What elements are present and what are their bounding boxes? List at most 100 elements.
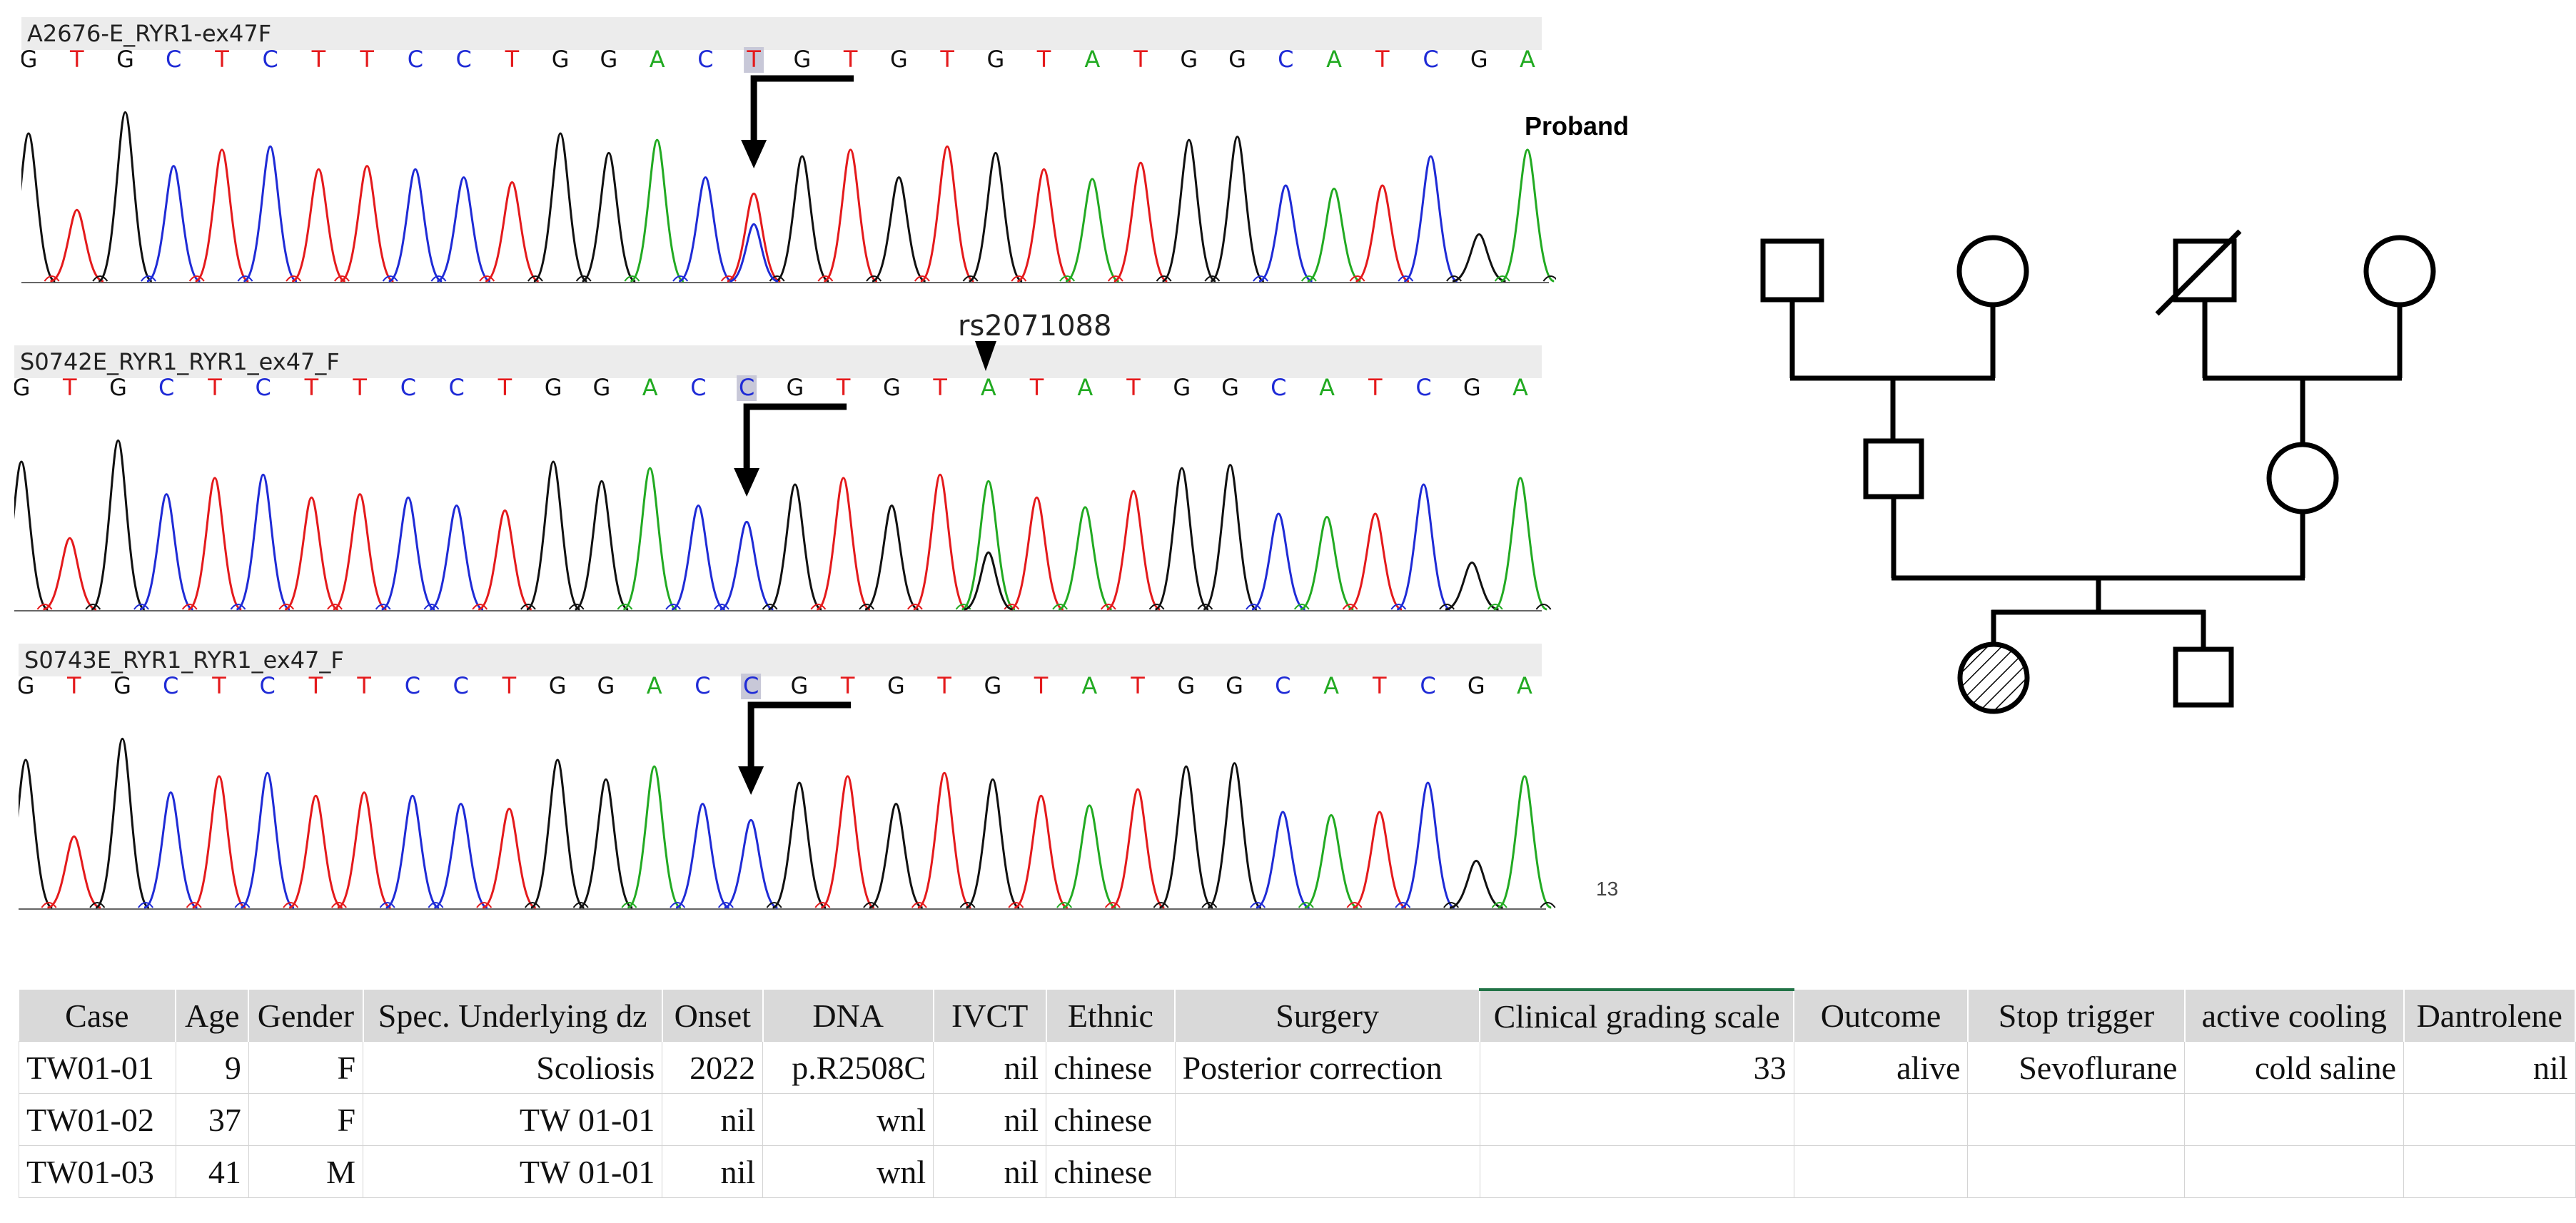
- table-cell[interactable]: 9: [175, 1041, 249, 1094]
- peak: [139, 493, 194, 611]
- baseline-noise: [1011, 275, 1027, 282]
- table-cell[interactable]: [1793, 1093, 1969, 1146]
- peak: [574, 479, 629, 611]
- trace-2-label: S0742E_RYR1_RYR1_ex47_F: [14, 345, 1542, 378]
- table-cell[interactable]: chinese: [1046, 1093, 1176, 1146]
- col-header[interactable]: Dantrolene: [2403, 990, 2576, 1042]
- peak: [622, 467, 677, 611]
- table-cell[interactable]: F: [248, 1093, 364, 1146]
- peak: [820, 775, 875, 909]
- base-call: T: [840, 674, 855, 699]
- table-cell[interactable]: alive: [1793, 1041, 1969, 1094]
- highlighted-base: [737, 375, 757, 401]
- table-header-row: Case Age Gender Spec. Underlying dz Onse…: [19, 988, 2576, 1042]
- base-call: A: [642, 375, 658, 401]
- peak: [1111, 788, 1165, 909]
- baseline-noise: [428, 902, 444, 908]
- col-header[interactable]: Age: [176, 990, 250, 1042]
- base-call: T: [356, 674, 371, 699]
- baseline-noise: [1004, 604, 1020, 610]
- table-cell[interactable]: 2022: [662, 1041, 764, 1094]
- table-cell[interactable]: [1793, 1145, 1969, 1198]
- peak: [50, 208, 104, 283]
- col-header[interactable]: IVCT: [933, 990, 1047, 1042]
- table-cell[interactable]: nil: [933, 1145, 1047, 1198]
- table-cell[interactable]: [1174, 1145, 1480, 1198]
- baseline-noise: [766, 902, 782, 908]
- baseline-noise: [572, 902, 589, 908]
- table-cell[interactable]: chinese: [1046, 1145, 1176, 1198]
- table-cell[interactable]: [1479, 1093, 1794, 1146]
- table-cell[interactable]: Scoliosis: [363, 1041, 663, 1094]
- base-call: C: [400, 375, 416, 401]
- col-header[interactable]: Spec. Underlying dz: [363, 990, 663, 1042]
- table-cell[interactable]: [1174, 1093, 1480, 1146]
- table-cell[interactable]: p.R2508C: [762, 1041, 934, 1094]
- table-cell[interactable]: 37: [175, 1093, 249, 1146]
- peak: [1497, 775, 1552, 909]
- col-header[interactable]: Outcome: [1794, 990, 1969, 1042]
- col-header[interactable]: Onset: [662, 990, 764, 1042]
- col-header[interactable]: DNA: [762, 990, 934, 1042]
- table-cell[interactable]: chinese: [1046, 1041, 1176, 1094]
- peak: [823, 148, 878, 283]
- table-cell[interactable]: nil: [662, 1145, 764, 1198]
- peak: [1300, 516, 1354, 611]
- peak: [913, 473, 968, 611]
- base-call: T: [1375, 47, 1390, 73]
- peak: [816, 477, 871, 611]
- peak: [1304, 814, 1358, 909]
- table-cell[interactable]: wnl: [762, 1145, 934, 1198]
- col-header[interactable]: Stop trigger: [1967, 990, 2186, 1042]
- table-cell[interactable]: [1967, 1093, 2186, 1146]
- table-cell[interactable]: TW01-03: [19, 1145, 176, 1198]
- table-cell[interactable]: [2403, 1093, 2576, 1146]
- baseline-noise: [1298, 902, 1314, 908]
- table-cell[interactable]: nil: [2403, 1041, 2576, 1094]
- base-call: G: [109, 375, 127, 401]
- table-cell[interactable]: [2184, 1145, 2405, 1198]
- brother-symbol: [2173, 646, 2234, 708]
- variant-arrow-icon: [734, 403, 847, 497]
- peak: [630, 138, 685, 283]
- col-header[interactable]: Case: [19, 990, 177, 1042]
- baseline-noise: [906, 604, 923, 610]
- peak: [192, 775, 246, 909]
- peak: [1113, 161, 1168, 283]
- table-cell[interactable]: nil: [933, 1093, 1047, 1146]
- table-cell[interactable]: Sevoflurane: [1967, 1041, 2186, 1094]
- baseline-noise: [181, 604, 198, 610]
- col-header[interactable]: Surgery: [1175, 990, 1481, 1042]
- table-cell[interactable]: wnl: [762, 1093, 934, 1146]
- baseline-noise: [717, 902, 734, 908]
- table-cell[interactable]: nil: [933, 1041, 1047, 1094]
- base-call: A: [981, 375, 996, 401]
- col-header[interactable]: Gender: [248, 990, 364, 1042]
- table-cell[interactable]: F: [248, 1041, 364, 1094]
- base-call: T: [352, 375, 367, 401]
- table-cell[interactable]: Posterior correction: [1174, 1041, 1480, 1094]
- peak: [767, 483, 822, 611]
- table-cell[interactable]: 33: [1479, 1041, 1794, 1094]
- table-cell[interactable]: cold saline: [2184, 1041, 2405, 1094]
- col-header[interactable]: active cooling: [2184, 990, 2405, 1042]
- table-cell[interactable]: [2184, 1093, 2405, 1146]
- col-header[interactable]: Clinical grading scale: [1480, 988, 1795, 1042]
- table-cell[interactable]: [2403, 1145, 2576, 1198]
- baseline-noise: [713, 604, 729, 610]
- base-call: G: [1226, 674, 1243, 699]
- table-cell[interactable]: 41: [175, 1145, 249, 1198]
- table-cell[interactable]: TW01-01: [19, 1041, 176, 1094]
- base-call: A: [1319, 375, 1335, 401]
- table-cell[interactable]: TW 01-01: [363, 1093, 663, 1146]
- col-header[interactable]: Ethnic: [1046, 990, 1176, 1042]
- table-cell[interactable]: nil: [662, 1093, 764, 1146]
- table-cell[interactable]: [1479, 1145, 1794, 1198]
- table-cell[interactable]: TW 01-01: [363, 1145, 663, 1198]
- table-cell[interactable]: TW01-02: [19, 1093, 176, 1146]
- table-cell[interactable]: M: [248, 1145, 364, 1198]
- page-number: 13: [1596, 878, 1619, 900]
- snp-label: rs2071088: [958, 310, 1111, 342]
- table-cell[interactable]: [1967, 1145, 2186, 1198]
